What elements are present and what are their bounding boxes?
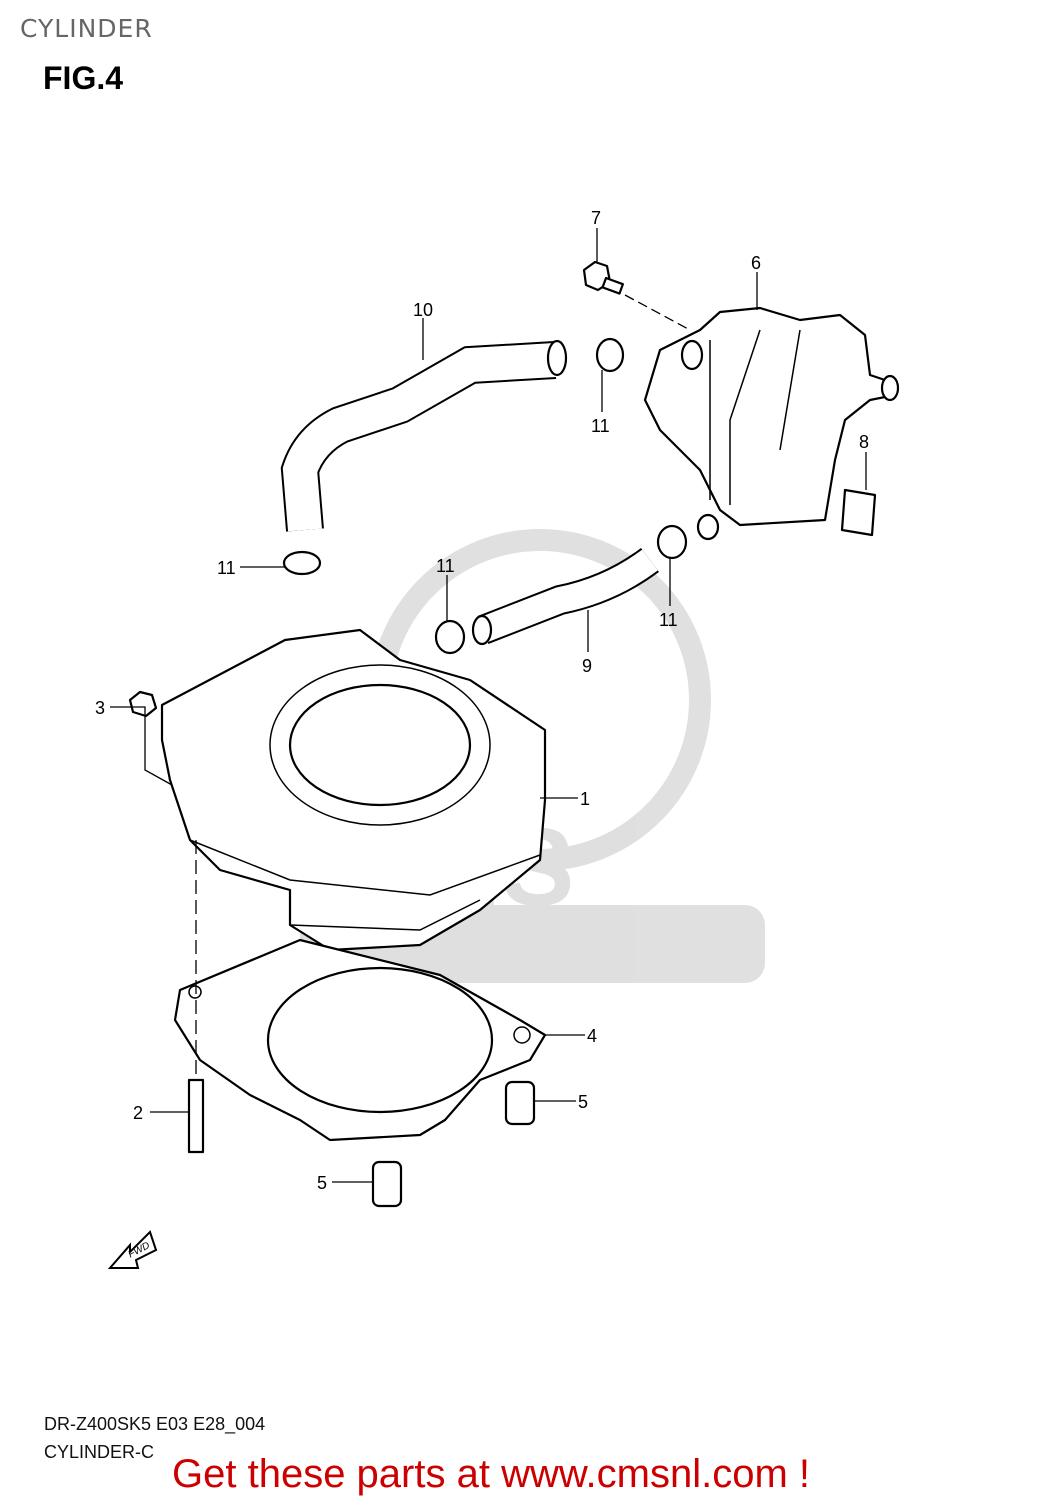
section-title: CYLINDER	[20, 14, 153, 43]
callout-2: 2	[133, 1103, 143, 1123]
part-6-reservoir	[643, 306, 900, 541]
callout-11: 11	[591, 416, 610, 436]
clamp-icons	[282, 337, 688, 655]
diagram-name: CYLINDER-C	[44, 1442, 155, 1462]
part-2-stud	[187, 1078, 205, 1154]
figure-label: FIG.4	[43, 60, 124, 96]
callout-11: 11	[659, 610, 678, 630]
leader-lines	[110, 228, 867, 1183]
part-4-gasket	[173, 938, 547, 1142]
callout-11: 11	[436, 556, 455, 576]
callout-1: 1	[580, 789, 590, 809]
callout-7: 7	[591, 208, 601, 228]
fwd-arrow-icon: FWD	[107, 1230, 158, 1269]
callout-5: 5	[317, 1173, 327, 1193]
part-5-dowel	[504, 1080, 536, 1126]
model-code: DR-Z400SK5 E03 E28_004	[44, 1414, 266, 1434]
callout-3: 3	[95, 698, 105, 718]
callout-5: 5	[578, 1092, 588, 1112]
callout-6: 6	[751, 253, 761, 273]
callout-11: 11	[217, 558, 236, 578]
part-1-cylinder	[128, 628, 547, 952]
callout-9: 9	[582, 656, 592, 676]
callout-4: 4	[587, 1026, 597, 1046]
part-5-dowel	[371, 1160, 403, 1208]
callout-8: 8	[859, 432, 869, 452]
callout-10: 10	[413, 300, 433, 320]
part-7-bolt	[582, 260, 691, 331]
part-8-pad	[840, 488, 877, 537]
promo-link[interactable]: Get these parts at www.cmsnl.com !	[172, 1452, 810, 1496]
